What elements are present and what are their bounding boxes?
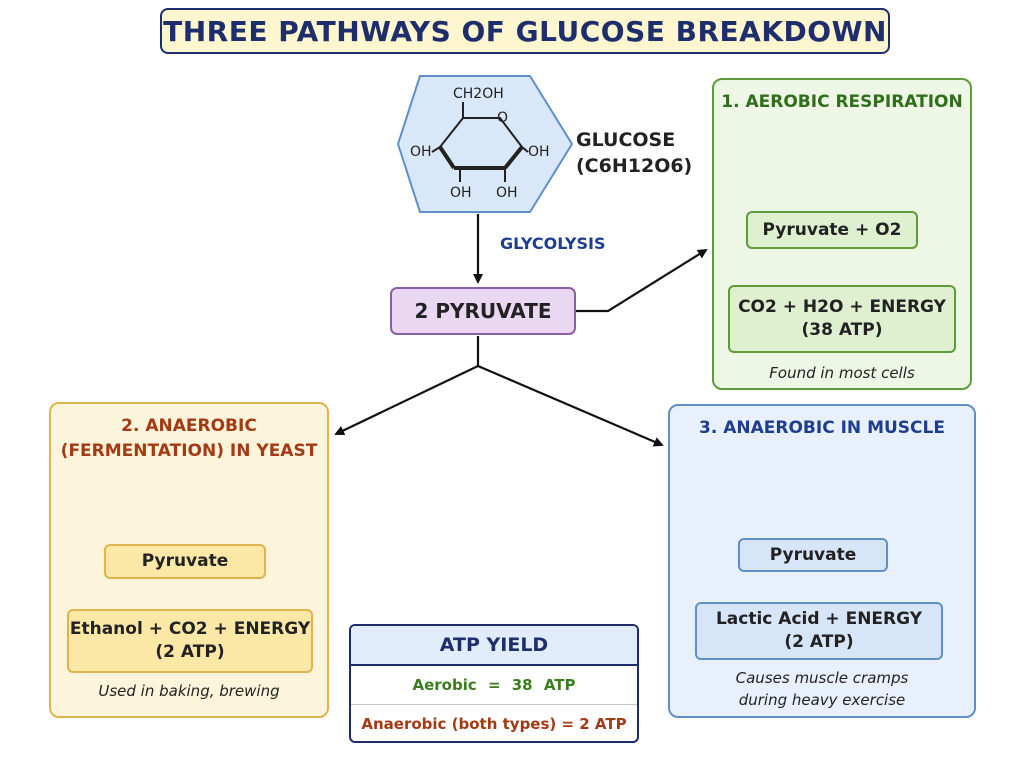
aerobic-output-box: CO2 + H2O + ENERGY (38 ATP) <box>728 285 956 353</box>
yeast-input-box: Pyruvate <box>104 544 266 579</box>
muscle-panel: 3. ANAEROBIC IN MUSCLE Pyruvate Lactic A… <box>668 404 976 718</box>
atp-yield-aerobic-row: Aerobic = 38 ATP <box>351 666 637 705</box>
glucose-oh-bottom-left-label: OH <box>450 185 472 201</box>
yeast-output-box: Ethanol + CO2 + ENERGY (2 ATP) <box>67 609 313 673</box>
glucose-oh-bottom-right-label: OH <box>496 185 518 201</box>
yeast-output-line2: (2 ATP) <box>155 642 225 662</box>
glucose-formula: (C6H12O6) <box>576 154 693 177</box>
glucose-ch2oh-label: CH2OH <box>453 86 504 102</box>
yeast-heading: 2. ANAEROBIC (FERMENTATION) IN YEAST <box>51 414 327 463</box>
glucose-ring-oxygen-label: O <box>497 110 509 126</box>
aerobic-panel: 1. AEROBIC RESPIRATION Pyruvate + O2 CO2… <box>712 78 972 390</box>
atp-yield-table: ATP YIELD Aerobic = 38 ATP Anaerobic (bo… <box>349 624 639 743</box>
atp-yield-heading: ATP YIELD <box>351 626 637 666</box>
yeast-panel: 2. ANAEROBIC (FERMENTATION) IN YEAST Pyr… <box>49 402 329 718</box>
aerobic-input-box: Pyruvate + O2 <box>746 211 918 249</box>
muscle-note: Causes muscle cramps during heavy exerci… <box>670 668 974 712</box>
page-title: THREE PATHWAYS OF GLUCOSE BREAKDOWN <box>160 8 890 54</box>
aerobic-output-line2: (38 ATP) <box>801 320 883 340</box>
glycolysis-label: GLYCOLYSIS <box>500 234 606 253</box>
yeast-heading-line2: (FERMENTATION) IN YEAST <box>60 440 318 461</box>
muscle-note-line2: during heavy exercise <box>738 690 906 709</box>
glucose-name: GLUCOSE <box>576 129 676 151</box>
yeast-heading-line1: 2. ANAEROBIC <box>121 416 257 436</box>
muscle-output-line1: Lactic Acid + ENERGY <box>715 609 923 630</box>
muscle-output-line2: (2 ATP) <box>784 632 854 652</box>
aerobic-note: Found in most cells <box>769 364 915 382</box>
center-pyruvate-node: 2 PYRUVATE <box>390 287 576 335</box>
yeast-output-line1: Ethanol + CO2 + ENERGY <box>69 619 311 640</box>
muscle-output-box: Lactic Acid + ENERGY (2 ATP) <box>695 602 943 660</box>
aerobic-output-line1: CO2 + H2O + ENERGY <box>738 297 946 318</box>
glucose-oh-left-label: OH <box>410 144 432 160</box>
muscle-heading: 3. ANAEROBIC IN MUSCLE <box>699 418 945 438</box>
aerobic-heading: 1. AEROBIC RESPIRATION <box>721 92 963 112</box>
atp-yield-anaerobic-row: Anaerobic (both types) = 2 ATP <box>361 715 627 733</box>
muscle-input-box: Pyruvate <box>738 538 888 572</box>
glucose-oh-right-label: OH <box>528 144 550 160</box>
yeast-note: Used in baking, brewing <box>98 682 280 700</box>
glucose-ring-icon <box>396 75 574 213</box>
glucose-label: GLUCOSE (C6H12O6) <box>576 128 692 179</box>
muscle-note-line1: Causes muscle cramps <box>735 669 909 687</box>
